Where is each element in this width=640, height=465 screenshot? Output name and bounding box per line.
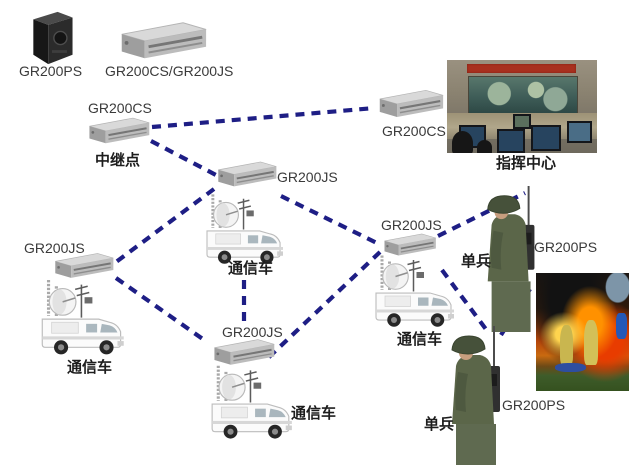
portable-radio-device [24, 8, 80, 68]
hq-device-label: GR200CS [382, 123, 446, 139]
operator-silhouette [451, 130, 473, 153]
vehicle-left-van [36, 274, 130, 358]
legend-rack-label: GR200CS/GR200JS [105, 63, 234, 79]
video-wall [468, 75, 578, 115]
rack-device [114, 18, 210, 64]
vehicle-bottom-van [206, 360, 298, 442]
vehicle-bottom-device-label: GR200JS [222, 324, 283, 340]
relay-name-label: 中继点 [95, 152, 141, 169]
command-center-photo [447, 60, 597, 153]
vehicle-left-label: 通信车 [67, 359, 113, 376]
link-vehicle-left-vehicle-bottom [114, 276, 209, 344]
vehicle-right-van [370, 248, 460, 332]
incident-scene-photo [536, 273, 629, 391]
legend-portable-label: GR200PS [19, 63, 83, 79]
monitor [496, 128, 525, 153]
link-relay-hq-modem [151, 105, 376, 130]
soldier-bottom-label: 单兵 [424, 416, 455, 433]
vehicle-center-rack-device [213, 158, 279, 191]
vehicle-right-label: 通信车 [397, 331, 443, 348]
link-vehicle-right-vehicle-bottom [266, 250, 382, 360]
vehicle-bottom-label: 通信车 [291, 405, 337, 422]
soldier-bottom-figure [444, 326, 514, 465]
link-vehicle-center-vehicle-right [280, 194, 382, 247]
vehicle-center-label: 通信车 [228, 260, 274, 277]
soldier-bottom-device-label: GR200PS [502, 397, 566, 413]
vehicle-center-van [200, 190, 290, 266]
firefighter-silhouette [584, 320, 599, 366]
command-center-label: 指挥中心 [496, 155, 557, 172]
soldier-top-label: 单兵 [461, 253, 492, 270]
hq-rack-device [374, 86, 446, 122]
link-vehicle-center-vehicle-left [114, 187, 216, 264]
vehicle-right-device-label: GR200JS [381, 217, 442, 233]
soldier-top-device-label: GR200PS [534, 239, 598, 255]
ground-figure [554, 362, 587, 373]
vehicle-center-device-label: GR200JS [277, 169, 338, 185]
link-vehicle-right-soldier-bottom [440, 268, 490, 334]
monitor [531, 125, 561, 152]
firefighter-silhouette [560, 324, 574, 366]
monitor [567, 121, 592, 144]
operator-silhouette [477, 139, 492, 153]
monitor [513, 113, 531, 130]
relay-device-label: GR200CS [88, 100, 152, 116]
vehicle-left-device-label: GR200JS [24, 240, 85, 256]
link-relay-vehicle-center [150, 139, 217, 177]
blue-equipment [615, 313, 628, 340]
banner [466, 63, 576, 74]
relay-rack-device [84, 114, 152, 148]
